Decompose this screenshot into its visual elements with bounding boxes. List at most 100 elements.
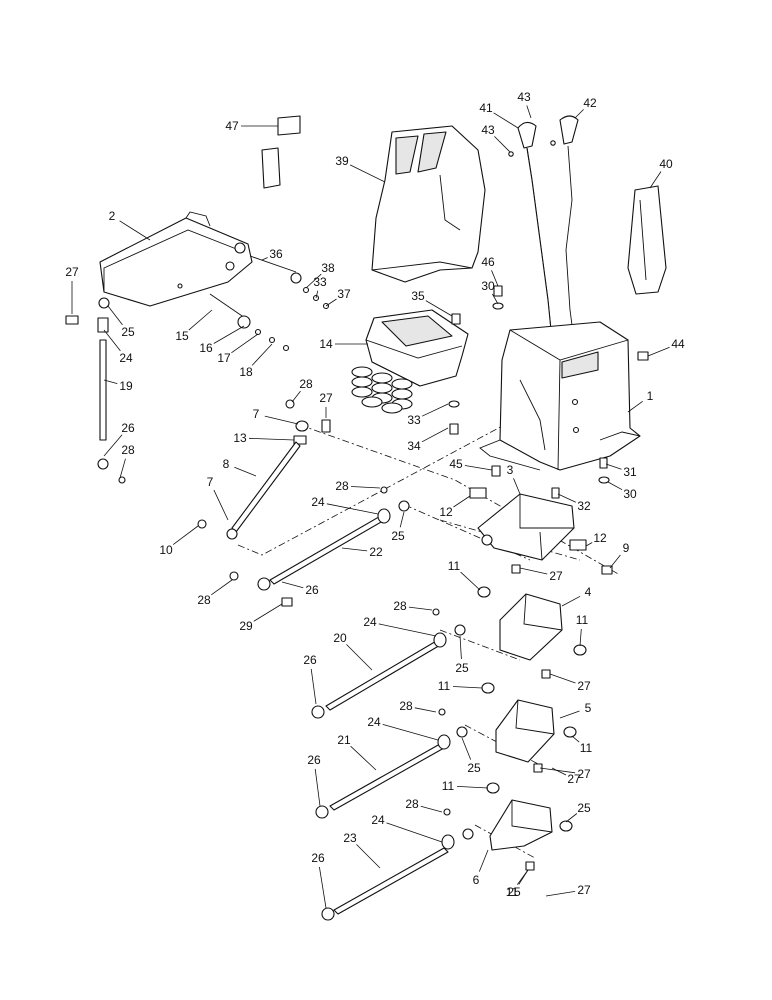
callout-33: 33	[313, 275, 327, 289]
leader-line-8	[234, 466, 257, 477]
leader-line-6	[478, 849, 489, 872]
leader-line-22	[341, 547, 368, 552]
leader-line-7	[264, 415, 299, 425]
leader-line-25	[459, 635, 462, 660]
leader-line-40	[649, 171, 662, 189]
callout-24: 24	[363, 615, 377, 629]
callout-27: 27	[577, 883, 591, 897]
callout-28: 28	[121, 443, 135, 457]
bracket-part-4	[477, 586, 587, 679]
callout-21: 21	[337, 733, 351, 747]
leader-line-32	[557, 493, 576, 503]
leader-line-28	[414, 707, 437, 713]
callout-11: 11	[438, 679, 451, 693]
leader-line-28	[291, 390, 301, 403]
leader-line-1	[627, 400, 643, 413]
leader-line-27	[549, 673, 576, 684]
leader-line-45	[464, 465, 493, 471]
leader-line-39	[349, 164, 386, 183]
leader-line-35	[425, 300, 453, 317]
callout-26: 26	[311, 851, 325, 865]
leader-line-31	[605, 463, 622, 470]
callout-26: 26	[305, 583, 319, 597]
leader-line-13	[248, 437, 295, 441]
callout-24: 24	[367, 715, 381, 729]
leader-line-12	[585, 542, 593, 547]
leader-line-11	[571, 735, 580, 743]
rod-part-8	[197, 441, 301, 540]
leader-line-43	[494, 136, 511, 153]
leader-line-30	[492, 293, 499, 305]
leader-line-7	[213, 489, 229, 521]
callout-25: 25	[467, 761, 481, 775]
leader-line-24	[378, 623, 437, 637]
shift-knobs-parts-41-42-43	[508, 115, 579, 157]
leader-line-23	[356, 844, 381, 869]
leader-line-27	[551, 767, 567, 776]
callout-18: 18	[239, 365, 253, 379]
callout-9: 9	[623, 541, 630, 555]
callout-27: 27	[567, 772, 581, 786]
callout-25: 25	[577, 801, 591, 815]
callout-40: 40	[659, 157, 673, 171]
callout-26: 26	[121, 421, 135, 435]
callout-30: 30	[623, 487, 637, 501]
leader-line-20	[346, 644, 373, 671]
callout-14: 14	[319, 337, 333, 351]
callout-27: 27	[65, 265, 79, 279]
bracket-part-3	[469, 487, 613, 575]
leader-line-18	[251, 343, 273, 366]
callout-28: 28	[335, 479, 349, 493]
callout-23: 23	[343, 831, 357, 845]
leader-line-43	[526, 105, 532, 119]
callout-12: 12	[593, 531, 607, 545]
leader-line-10	[172, 525, 199, 545]
leader-line-21	[350, 745, 377, 771]
leader-line-28	[350, 486, 381, 489]
callout-19: 19	[119, 379, 133, 393]
callout-43: 43	[481, 123, 495, 137]
callout-27: 27	[319, 391, 333, 405]
leader-line-24	[382, 724, 439, 741]
leader-line-25	[565, 813, 578, 823]
callout-35: 35	[411, 289, 425, 303]
shift-cover-part-39	[371, 125, 486, 283]
rod-part-23	[321, 808, 474, 921]
leader-line-30	[607, 481, 623, 491]
leader-line-15	[188, 309, 213, 331]
leader-line-11	[452, 686, 483, 689]
callout-25: 25	[455, 661, 469, 675]
shift-tower-part-1	[479, 145, 641, 471]
fasteners	[65, 255, 649, 499]
mounting-bracket-part-2	[99, 211, 253, 307]
callout-28: 28	[299, 377, 313, 391]
leader-line-27	[519, 567, 548, 575]
leader-line-46	[491, 270, 499, 287]
callout-27: 27	[549, 569, 563, 583]
callout-2: 2	[109, 209, 116, 223]
callout-28: 28	[405, 797, 419, 811]
leader-line-36	[261, 257, 268, 261]
rod-part-20	[311, 608, 466, 719]
callout-16: 16	[199, 341, 213, 355]
leader-line-11	[579, 628, 582, 647]
spring-stack	[351, 366, 413, 414]
callout-1: 1	[647, 389, 654, 403]
leader-line-11	[456, 786, 489, 789]
leader-line-26	[314, 768, 321, 807]
callout-8: 8	[223, 457, 230, 471]
callout-7: 7	[253, 407, 260, 421]
callout-13: 13	[233, 431, 247, 445]
leader-line-28	[408, 606, 433, 611]
leader-line-16	[213, 325, 245, 344]
leader-line-37	[325, 298, 337, 307]
callout-46: 46	[481, 255, 495, 269]
leader-line-19	[103, 379, 118, 384]
callout-24: 24	[119, 351, 133, 365]
callout-28: 28	[399, 699, 413, 713]
callout-41: 41	[479, 101, 493, 115]
callout-24: 24	[371, 813, 385, 827]
callout-24: 24	[311, 495, 325, 509]
leader-line-5	[559, 710, 580, 719]
